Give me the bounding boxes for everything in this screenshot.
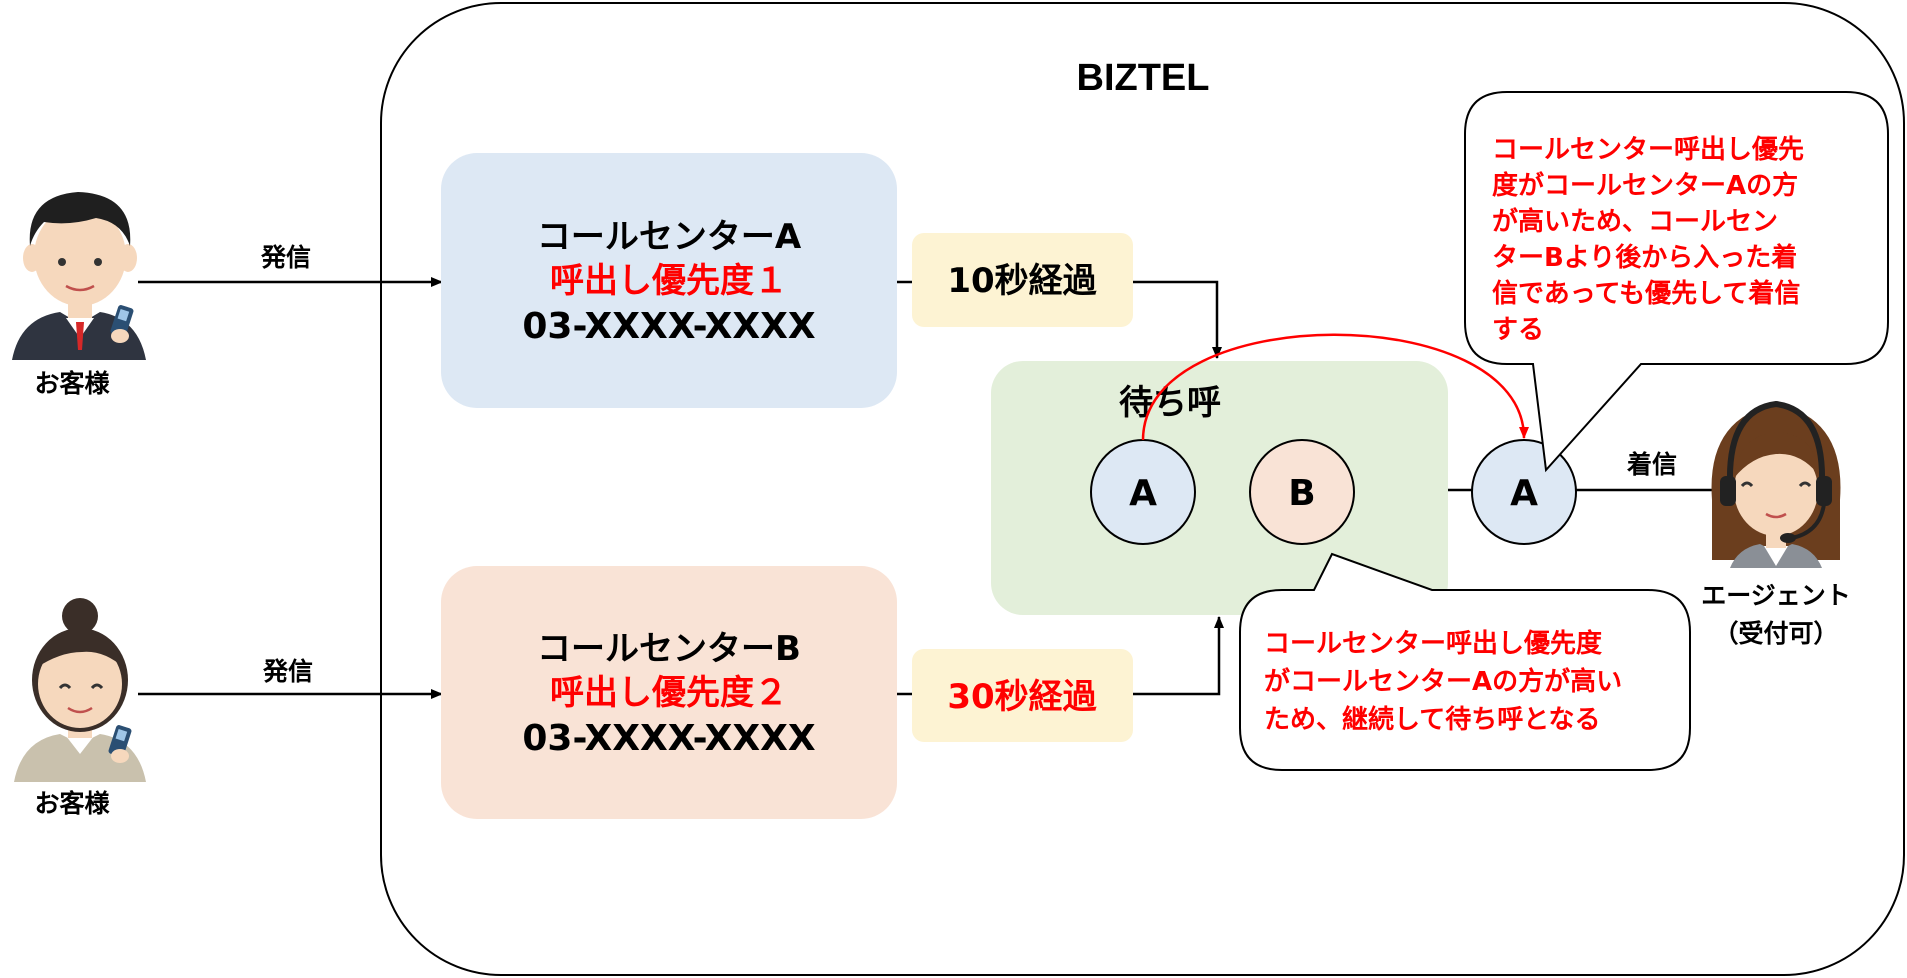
queue-title: 待ち呼 bbox=[1119, 383, 1221, 423]
customer-female-icon bbox=[14, 598, 146, 782]
callout-top-line: コールセンター呼出し優先 bbox=[1492, 135, 1804, 165]
callout-top-line: する bbox=[1492, 315, 1544, 345]
callout-top-line: ターBより後から入った着 bbox=[1492, 242, 1797, 273]
elapsed-a: 10秒経過 bbox=[947, 261, 1097, 301]
callout-bottom bbox=[1239, 552, 1691, 771]
callout-top-line: が高いため、コールセン bbox=[1492, 206, 1778, 237]
connector-a-to-queue bbox=[1133, 280, 1222, 359]
elapsed-box-a bbox=[912, 233, 1133, 327]
customer-label: お客様 bbox=[34, 789, 110, 818]
call-label: 発信 bbox=[260, 243, 311, 272]
callout-top bbox=[1464, 91, 1889, 473]
queue-node-a-label: A bbox=[1129, 473, 1157, 514]
agent-label: エージェント bbox=[1701, 581, 1851, 610]
system-title: BIZTEL bbox=[1077, 57, 1210, 99]
connector-b-to-queue bbox=[1133, 616, 1224, 696]
callout-top-line: 度がコールセンターAの方 bbox=[1492, 170, 1798, 201]
agent-headset-icon bbox=[1711, 400, 1841, 568]
callout-top-text: コールセンター呼出し優先 度がコールセンターAの方 が高いため、コールセン ター… bbox=[1492, 135, 1804, 345]
callout-top-line: 信であっても優先して着信 bbox=[1492, 278, 1800, 309]
callout-bottom-text: コールセンター呼出し優先度 がコールセンターAの方が高い ため、継続して待ち呼と… bbox=[1264, 628, 1622, 735]
queue-node-b-label: B bbox=[1288, 473, 1315, 514]
call-label: 発信 bbox=[262, 657, 313, 686]
agent-status: （受付可） bbox=[1713, 619, 1838, 648]
call-center-b-priority: 呼出し優先度２ bbox=[550, 673, 788, 713]
call-center-a-box bbox=[441, 153, 897, 408]
call-center-a-phone: 03-XXXX-XXXX bbox=[522, 306, 815, 347]
incoming-node-a-label: A bbox=[1510, 473, 1538, 514]
call-center-a-priority: 呼出し優先度１ bbox=[550, 261, 788, 301]
customer-label: お客様 bbox=[34, 369, 110, 398]
queue-node-b bbox=[1249, 439, 1355, 545]
callout-bottom-line: ため、継続して待ち呼となる bbox=[1264, 704, 1600, 735]
callout-bottom-line: がコールセンターAの方が高い bbox=[1264, 666, 1622, 697]
customer-male-icon bbox=[12, 192, 146, 360]
callout-bottom-line: コールセンター呼出し優先度 bbox=[1264, 628, 1602, 659]
elapsed-b: 30秒経過 bbox=[947, 677, 1097, 717]
priority-arrow bbox=[1141, 333, 1529, 441]
call-center-b-name: コールセンターB bbox=[537, 629, 801, 669]
elapsed-box-b bbox=[912, 649, 1133, 742]
call-center-a-name: コールセンターA bbox=[537, 217, 802, 257]
call-center-b-box bbox=[441, 566, 897, 819]
call-center-b-phone: 03-XXXX-XXXX bbox=[522, 718, 815, 759]
incoming-label: 着信 bbox=[1626, 450, 1677, 479]
queue-box bbox=[991, 361, 1448, 615]
